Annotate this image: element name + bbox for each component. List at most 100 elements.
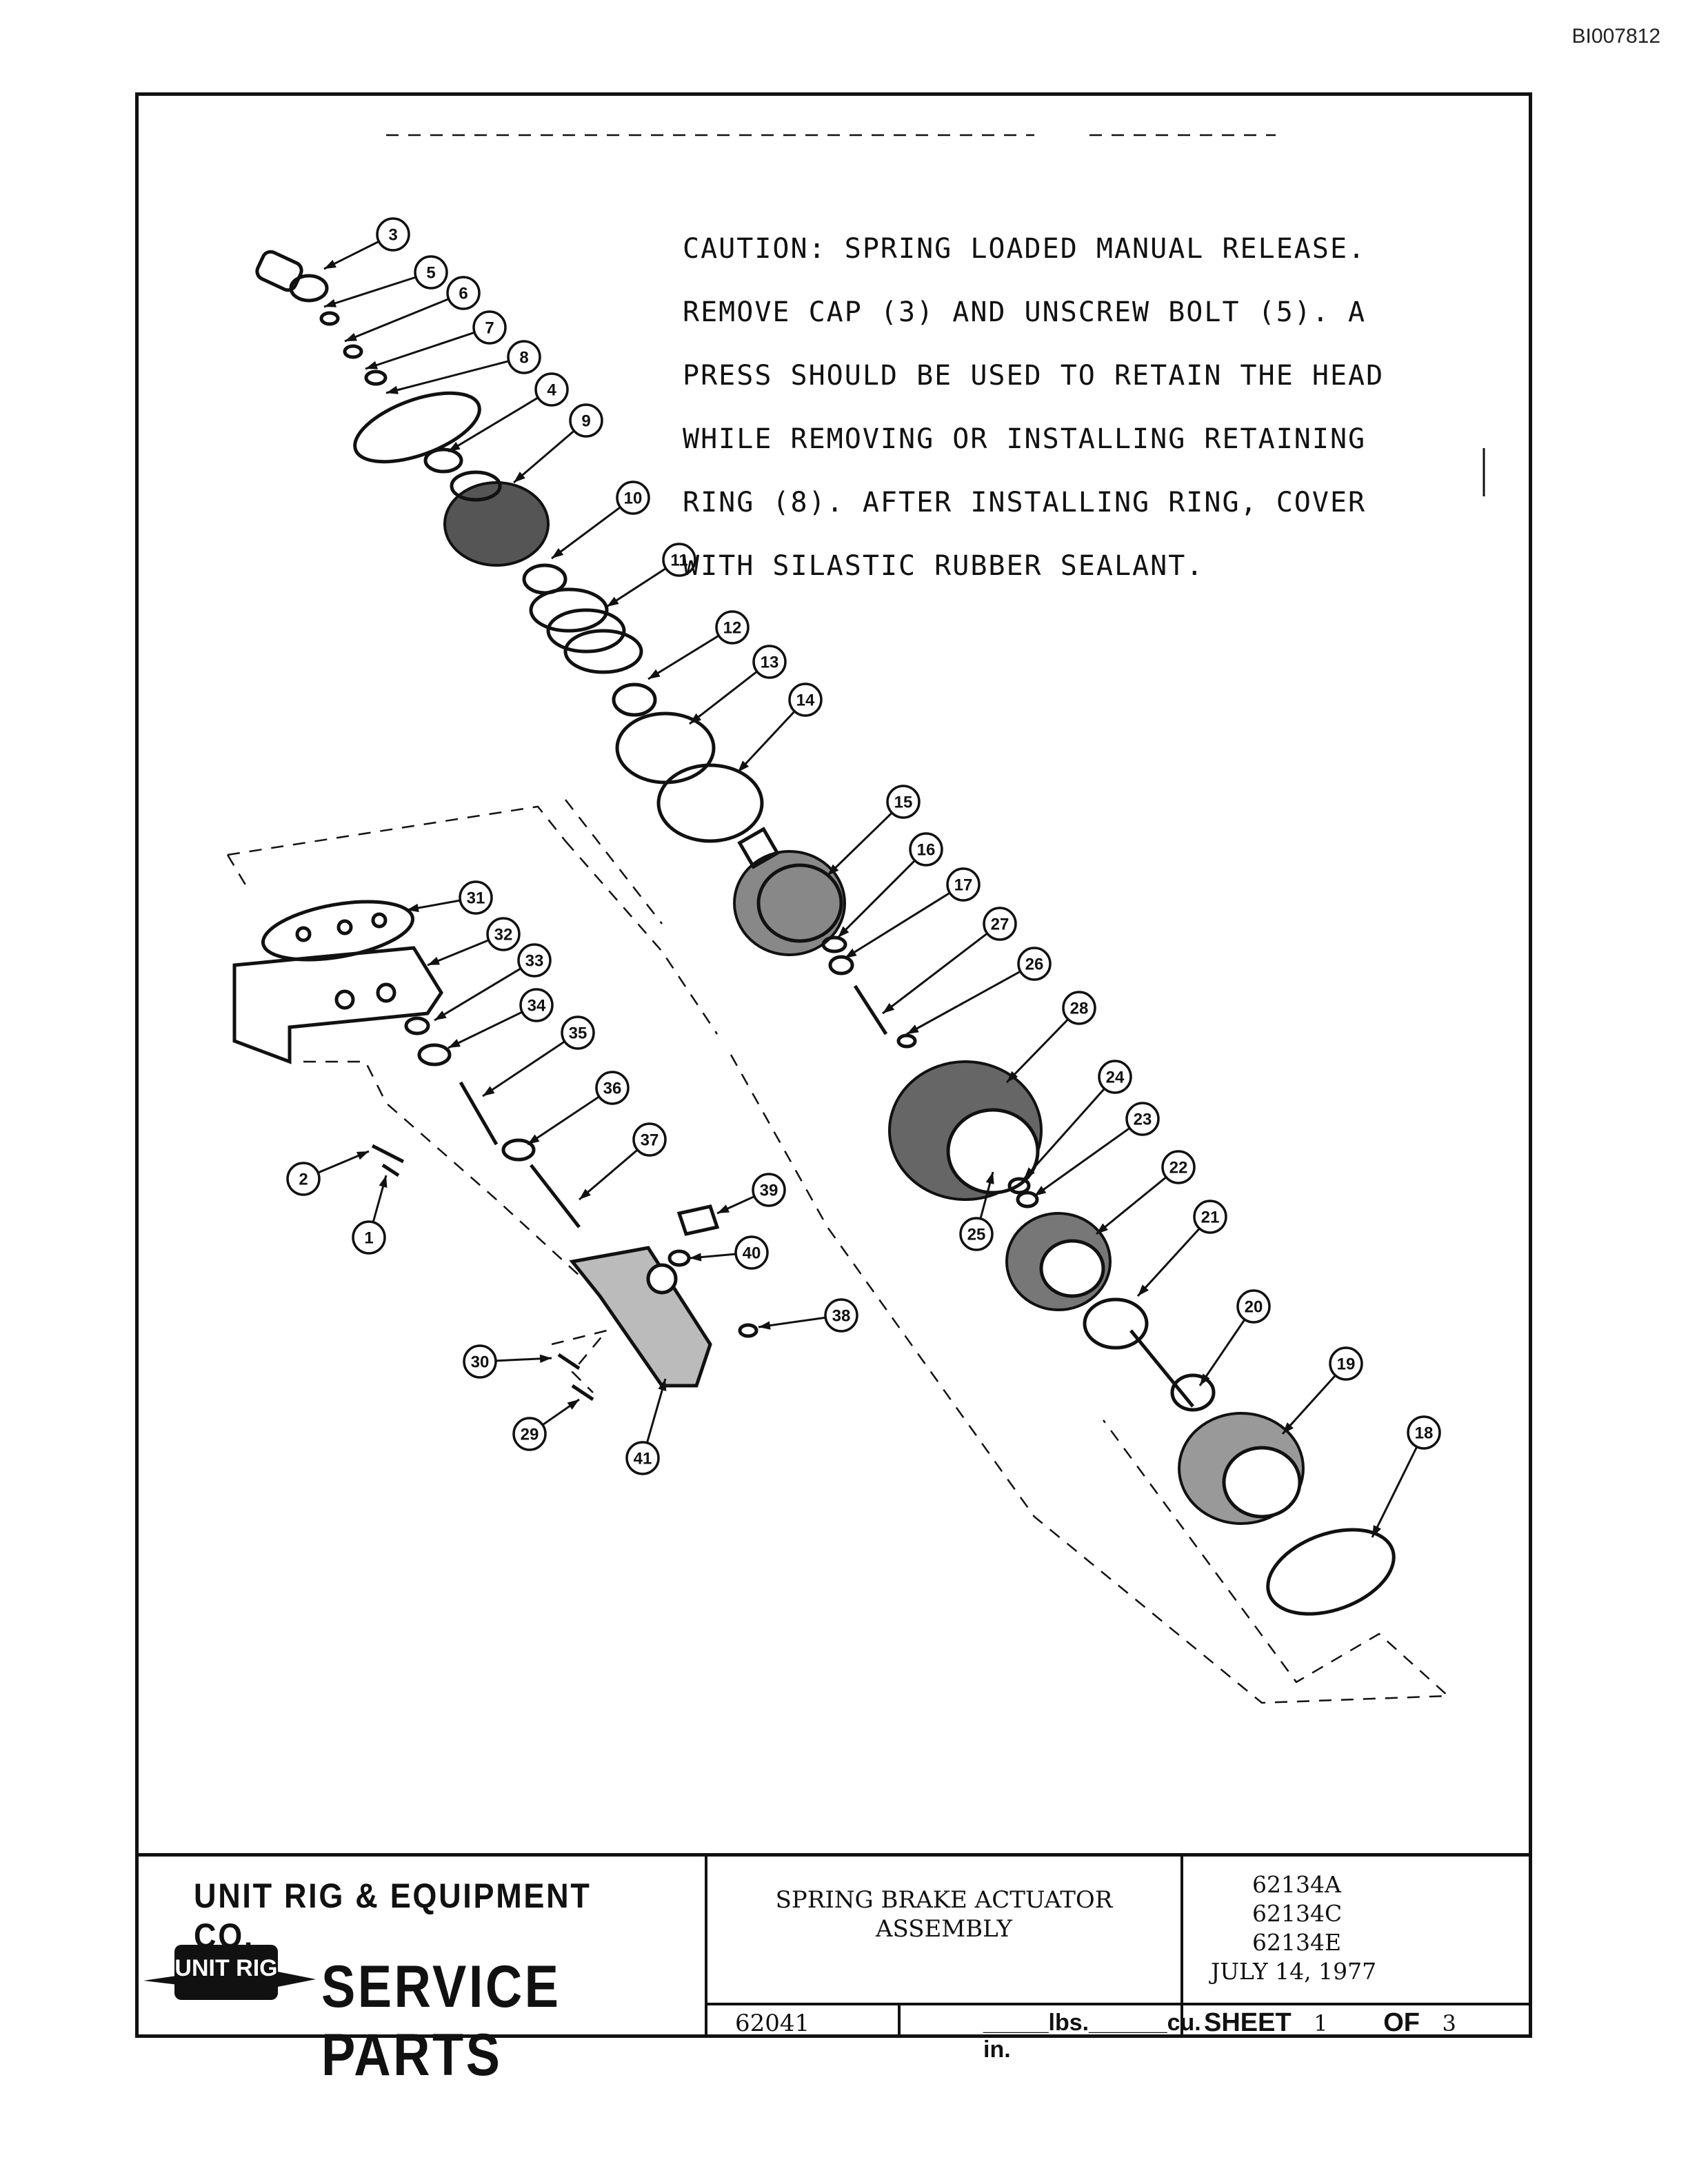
callout-label: 4 bbox=[547, 381, 556, 400]
leader-arrowhead bbox=[658, 1379, 667, 1391]
leader-arrowhead bbox=[1138, 1284, 1149, 1296]
leader-arrowhead bbox=[448, 1039, 461, 1048]
part-body-41 bbox=[569, 1246, 712, 1388]
part-washer-6 bbox=[343, 344, 363, 359]
callout-circle bbox=[446, 276, 481, 310]
part-screw-1 bbox=[381, 1163, 400, 1177]
callout-label: 29 bbox=[521, 1426, 539, 1444]
callout-17: 17 bbox=[844, 867, 981, 960]
part-fitting-39 bbox=[676, 1204, 720, 1236]
leader-arrowhead bbox=[1283, 1422, 1294, 1434]
part-piston-15 bbox=[733, 827, 846, 956]
part-ring-8 bbox=[353, 391, 481, 464]
leader-line bbox=[689, 671, 757, 725]
part-washer-12 bbox=[612, 682, 657, 717]
callout-10: 10 bbox=[551, 481, 650, 560]
callout-12: 12 bbox=[647, 610, 750, 680]
part-washer-34 bbox=[417, 1043, 452, 1066]
drawing-title-line1: SPRING BRAKE ACTUATOR bbox=[775, 1886, 1113, 1914]
callout-label: 10 bbox=[624, 489, 643, 508]
leader-arrowhead bbox=[648, 669, 661, 679]
part-plug-38 bbox=[738, 1323, 758, 1338]
part-ring-36 bbox=[501, 1138, 536, 1162]
callout-circle bbox=[909, 832, 943, 867]
callout-1: 1 bbox=[352, 1175, 388, 1255]
callout-label: 7 bbox=[485, 319, 494, 338]
caution-line: CAUTION: SPRING LOADED MANUAL RELEASE. bbox=[683, 233, 1367, 265]
callout-21: 21 bbox=[1136, 1200, 1227, 1297]
callout-38: 38 bbox=[758, 1298, 858, 1333]
document-id: BI007812 bbox=[1571, 25, 1660, 48]
leader-arrowhead bbox=[845, 948, 857, 958]
callout-40: 40 bbox=[689, 1235, 769, 1270]
callout-label: 30 bbox=[471, 1353, 490, 1372]
callout-label: 38 bbox=[832, 1307, 851, 1326]
sheet-info: SHEET 1 OF 3 bbox=[1183, 2005, 1532, 2038]
drawing-frame bbox=[135, 92, 1532, 2038]
leader-arrowhead bbox=[345, 332, 357, 341]
part-number: 62134C bbox=[1252, 1900, 1343, 1927]
callout-18: 18 bbox=[1371, 1415, 1441, 1538]
callout-label: 23 bbox=[1134, 1111, 1152, 1129]
callout-circle bbox=[1062, 991, 1096, 1025]
title-block: UNIT RIG & EQUIPMENT CO. UNIT RIG SERVIC… bbox=[135, 1853, 1532, 2088]
callout-circle bbox=[459, 880, 493, 915]
leader-line bbox=[736, 711, 795, 774]
company-cell: UNIT RIG & EQUIPMENT CO. UNIT RIG SERVIC… bbox=[135, 1857, 707, 2088]
callout-5: 5 bbox=[323, 255, 448, 308]
callout-circle bbox=[1161, 1150, 1196, 1184]
part-ring-14 bbox=[656, 763, 764, 843]
leader-line bbox=[826, 812, 892, 877]
callout-label: 26 bbox=[1025, 956, 1044, 974]
part-pin-29 bbox=[571, 1384, 594, 1402]
caution-note: CAUTION: SPRING LOADED MANUAL RELEASE. R… bbox=[683, 201, 1469, 614]
caution-line: RING (8). AFTER INSTALLING RING, COVER bbox=[683, 487, 1367, 518]
leader-line bbox=[647, 635, 719, 680]
callout-circle bbox=[616, 481, 650, 515]
callout-circle bbox=[519, 988, 554, 1022]
leader-line bbox=[1034, 1127, 1130, 1197]
reference-number: 62041 bbox=[707, 2005, 901, 2038]
callout-circle bbox=[512, 1417, 547, 1451]
callout-circle bbox=[959, 1217, 994, 1251]
leader-arrowhead bbox=[324, 299, 336, 307]
callout-label: 6 bbox=[459, 285, 468, 303]
part-seal-16 bbox=[821, 936, 847, 953]
callout-31: 31 bbox=[406, 880, 493, 915]
part-bolt-5 bbox=[319, 311, 340, 326]
part-washer-33 bbox=[404, 1016, 430, 1035]
leader-line bbox=[527, 1096, 599, 1146]
leader-arrowhead bbox=[1200, 1373, 1210, 1386]
callout-circle bbox=[734, 1235, 769, 1270]
callout-circle bbox=[507, 340, 541, 374]
guide-left bbox=[226, 805, 719, 1276]
leader-arrowhead bbox=[717, 1204, 730, 1213]
callout-circle bbox=[1017, 947, 1052, 981]
part-ring-4 bbox=[423, 447, 463, 474]
callout-label: 33 bbox=[525, 952, 544, 971]
callout-label: 27 bbox=[991, 916, 1009, 934]
part-cup-22 bbox=[1005, 1212, 1112, 1311]
sheet-number: 1 bbox=[1314, 2010, 1328, 2036]
callout-circle bbox=[569, 403, 603, 438]
callout-41: 41 bbox=[625, 1378, 667, 1475]
leader-line bbox=[365, 332, 474, 370]
callout-circle bbox=[1407, 1415, 1441, 1450]
leader-arrowhead bbox=[567, 1399, 579, 1410]
callout-label: 2 bbox=[299, 1171, 308, 1189]
leader-arrowhead bbox=[883, 1002, 895, 1013]
leader-arrowhead bbox=[690, 1253, 702, 1262]
part-diaphragm-21 bbox=[1083, 1297, 1149, 1350]
caution-line: PRESS SHOULD BE USED TO RETAIN THE HEAD bbox=[683, 360, 1385, 392]
part-number: 62134E bbox=[1252, 1929, 1342, 1956]
callout-label: 32 bbox=[494, 926, 513, 944]
callout-circle bbox=[352, 1220, 386, 1255]
callout-35: 35 bbox=[482, 1015, 595, 1098]
leader-arrowhead bbox=[448, 442, 461, 452]
part-rod-20 bbox=[1129, 1329, 1194, 1408]
callout-circle bbox=[788, 682, 823, 717]
guide-bottom bbox=[551, 1328, 610, 1393]
callout-label: 14 bbox=[796, 691, 815, 710]
part-chamber-19 bbox=[1178, 1412, 1305, 1525]
